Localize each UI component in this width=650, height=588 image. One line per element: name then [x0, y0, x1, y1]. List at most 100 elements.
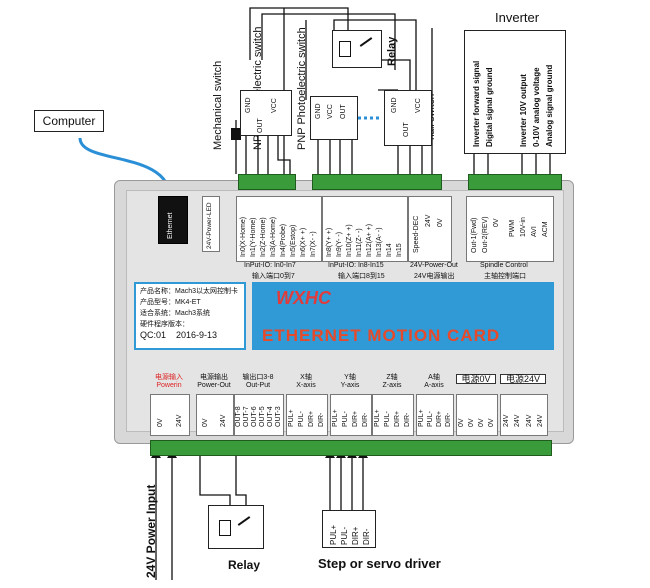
- bottom-group-en: X-axis: [296, 382, 316, 389]
- bottom-pin-label: 24V: [220, 414, 227, 427]
- spindle-title: Spindle Control: [480, 262, 528, 269]
- servo-pins-box: PUL+ PUL- DIR+ DIR-: [322, 510, 376, 548]
- inputs-b-cn: 输入端口8到15: [338, 273, 385, 280]
- inverter-title: Inverter: [495, 10, 540, 25]
- servo-pin-dir-minus: DIR-: [362, 528, 371, 545]
- hall-pin-vcc: VCC: [415, 98, 422, 113]
- input-in7: In7(X- -): [310, 231, 317, 257]
- bottom-pin-label: 24V: [537, 414, 545, 427]
- input-in8: In8(Y+ +): [326, 227, 333, 257]
- bottom-group-en: Out-Put: [245, 382, 271, 389]
- pnp-pin-vcc: VCC: [327, 104, 334, 119]
- bottom-pin-label: OUT-7: [243, 406, 250, 427]
- bottom-pin-label: DIR+: [352, 410, 359, 427]
- system-label: 适合系统：: [140, 310, 175, 317]
- inverter-signal-analog: 0-10V analog voltage: [532, 67, 541, 147]
- relay-bottom-contact-icon: [237, 516, 251, 526]
- pnp-switch-label: PNP Photoelectric switch: [296, 27, 308, 150]
- bottom-pin-chip: PUL+PUL-DIR+DIR-: [372, 394, 414, 436]
- bottom-group-cn: 电源24V: [500, 374, 546, 384]
- bottom-pin-label: DIR-: [318, 412, 325, 427]
- bottom-pin-label: 24V: [502, 414, 510, 427]
- bottom-group-cn: 电源输入: [155, 374, 183, 381]
- input-in3: In3(A-Home): [270, 216, 277, 257]
- bottom-pin-label: OUT-3: [275, 406, 282, 427]
- input-block-b: In8(Y+ +) In9(Y- -) In10(Z+ +) In11(Z- -…: [322, 196, 408, 262]
- bottom-group-en: A-axis: [424, 382, 444, 389]
- bottom-pin-label: 24V: [525, 414, 533, 427]
- input-in11: In11(Z- -): [356, 228, 363, 257]
- inverter-signal-10v: Inverter 10V output: [519, 74, 528, 147]
- spindle-cn: 主轴控制端口: [484, 273, 526, 280]
- input-in15: In15: [396, 243, 403, 257]
- bottom-pin-label: DIR+: [435, 410, 443, 427]
- bottom-group-cn: 输出口3-8: [242, 374, 274, 381]
- bottom-pin-label: 0V: [458, 418, 465, 427]
- bottom-group-cn: Z轴: [386, 374, 398, 381]
- bottom-pin-chip: PUL+PUL-DIR+DIR-: [286, 394, 328, 436]
- pnp-pin-gnd: GND: [315, 103, 322, 119]
- bottom-group-cn: X轴: [300, 374, 312, 381]
- inverter-signal-dgnd: Digital signal ground: [485, 67, 494, 147]
- spindle-avi: AVI: [531, 226, 538, 237]
- ethernet-port[interactable]: Ethernet: [158, 196, 188, 244]
- bottom-pin-label: 0V: [468, 418, 475, 427]
- servo-pin-pul-minus: PUL-: [340, 526, 349, 545]
- servo-driver-label: Step or servo driver: [318, 556, 441, 571]
- spindle-block: Out-1(Fwd) Out-2(REV) 0V PWM 10V-in AVI …: [466, 196, 554, 262]
- spindle-out1: Out-1(Fwd): [471, 217, 478, 253]
- bottom-pin-label: PUL-: [342, 411, 349, 427]
- hall-sensor-box: GND OUT VCC: [384, 90, 432, 146]
- hall-pin-out: OUT: [403, 122, 410, 137]
- bottom-pin-label: OUT-5: [259, 406, 266, 427]
- servo-pin-dir-plus: DIR+: [351, 526, 360, 545]
- input-in0: In0(X-Home): [240, 216, 247, 257]
- bottom-pin-label: PUL+: [417, 409, 425, 427]
- inverter-box: Inverter forward signal Digital signal g…: [464, 30, 566, 154]
- npn-sensor-box: GND OUT VCC: [240, 90, 292, 136]
- relay-contact-icon: [359, 37, 373, 47]
- bottom-pin-label: PUL-: [298, 411, 305, 427]
- relay-bottom-label: Relay: [228, 558, 261, 572]
- computer-label: Computer: [42, 114, 96, 128]
- npn-pin-gnd: GND: [245, 97, 252, 113]
- input-in4: In4(Probe): [280, 223, 287, 257]
- product-info-box: 产品名称：Mach3以太网控制卡 产品型号：MK4-ET 适合系统：Mach3系…: [134, 282, 246, 350]
- pnp-pin-out: OUT: [340, 104, 347, 119]
- bottom-pin-label: 0V: [156, 418, 164, 427]
- input-in6: In6(X+ +): [300, 227, 307, 257]
- bottom-pin-label: OUT-8: [235, 406, 242, 427]
- speed-dec-block: Speed-DEC 24V 0V: [408, 196, 452, 262]
- bottom-group-en: Z-axis: [382, 382, 402, 389]
- hall-pin-gnd: GND: [391, 97, 398, 113]
- terminal-block-bottom: [150, 440, 552, 456]
- speed-dec-label: Speed-DEC: [413, 215, 420, 253]
- product-name: 产品名称：Mach3以太网控制卡: [140, 288, 239, 295]
- spindle-acm: ACM: [542, 221, 549, 237]
- spindle-0v: 0V: [493, 218, 500, 227]
- input-in13: In13(A- -): [376, 227, 383, 257]
- bottom-pin-label: PUL+: [288, 409, 295, 427]
- input-in2: In2(Z-Home): [260, 217, 267, 257]
- version-label: 硬件程序版本：: [140, 321, 189, 328]
- bottom-pin-label: 0V: [478, 418, 485, 427]
- terminal-block-in0-7: [238, 174, 296, 190]
- bottom-pin-label: PUL-: [426, 411, 434, 427]
- input-in5: In5(Estop): [290, 224, 297, 257]
- bottom-pin-label: OUT-4: [267, 406, 274, 427]
- power-led: 24V-Power-LED: [202, 196, 220, 252]
- relay-bottom-box: [208, 505, 264, 549]
- bottom-pin-label: 0V: [202, 418, 209, 427]
- spindle-out2: Out-2(REV): [482, 216, 489, 253]
- model-label: 产品型号：: [140, 299, 175, 306]
- speed-dec-24v: 24V: [425, 214, 432, 227]
- bottom-group-cn: A轴: [428, 374, 440, 381]
